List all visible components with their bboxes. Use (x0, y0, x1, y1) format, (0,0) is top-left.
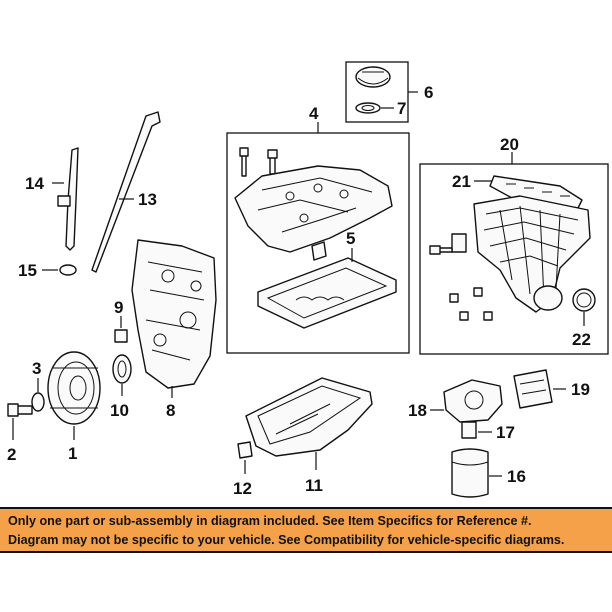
timing-cover-group: 8 (131, 239, 217, 420)
valve-cover-group: 4 5 (226, 104, 410, 354)
pulley-washer (31, 392, 45, 412)
callout-4: 4 (309, 104, 319, 123)
callout-9: 9 (114, 298, 123, 317)
oil-filler-cap-group: 6 7 (345, 61, 433, 123)
dipstick-tube-o-ring (59, 264, 77, 276)
oil-cap-seal (355, 102, 381, 114)
oil-drain-plug (237, 441, 253, 459)
callout-2: 2 (7, 445, 16, 464)
timing-chain-cover (131, 239, 217, 389)
callout-21: 21 (452, 172, 471, 191)
callout-7: 7 (397, 99, 406, 118)
crankshaft-pulley (47, 351, 101, 425)
throttle-body-flange (533, 285, 563, 311)
dipstick-tube-bracket (57, 195, 71, 207)
throttle-body-seal (572, 288, 596, 312)
oil-dipstick-tube (65, 147, 79, 251)
callout-14: 14 (25, 174, 44, 193)
callout-16: 16 (507, 467, 526, 486)
callout-15: 15 (18, 261, 37, 280)
callout-18: 18 (408, 401, 427, 420)
oil-dipstick (91, 111, 161, 273)
intake-manifold-box (419, 163, 609, 355)
callout-6: 6 (424, 83, 433, 102)
callout-11: 11 (305, 476, 323, 495)
manifold-grommet (449, 293, 459, 303)
seal-group: 9 10 (110, 298, 132, 420)
oil-pan-group: 11 12 (233, 377, 373, 498)
valve-cover-sensor (311, 241, 327, 261)
disclaimer-banner: Only one part or sub-assembly in diagram… (0, 507, 612, 553)
callout-20: 20 (500, 135, 519, 154)
pulley-bolt (7, 403, 33, 417)
valve-cover-bolt (239, 147, 249, 177)
callout-5: 5 (346, 229, 355, 248)
intake-manifold-group: 20 21 22 (419, 135, 609, 355)
timing-cover-plug (114, 329, 128, 343)
crank-pulley-group: 1 3 2 (7, 351, 101, 464)
oil-filter-nipple (461, 421, 477, 439)
callout-13: 13 (138, 190, 157, 209)
callout-22: 22 (572, 330, 591, 349)
oil-cooler (513, 369, 553, 409)
disclaimer-line-2: Diagram may not be specific to your vehi… (8, 533, 565, 547)
manifold-bolt (429, 245, 453, 255)
dipstick-group: 14 13 15 (18, 111, 161, 280)
callout-8: 8 (166, 401, 175, 420)
crankshaft-front-seal (112, 354, 132, 384)
oil-filter (451, 448, 489, 498)
manifold-bracket (451, 233, 467, 253)
valve-cover-stud (267, 149, 278, 175)
callout-19: 19 (571, 380, 590, 399)
oil-filter-adapter (443, 379, 503, 423)
valve-cover-gasket (257, 257, 397, 329)
oil-filter-group: 18 19 17 16 (408, 369, 590, 498)
callout-3: 3 (32, 359, 41, 378)
oil-pan (245, 377, 373, 457)
disclaimer-line-1: Only one part or sub-assembly in diagram… (8, 514, 532, 528)
callout-1: 1 (68, 444, 77, 463)
callout-12: 12 (233, 479, 252, 498)
callout-17: 17 (496, 423, 515, 442)
callout-10: 10 (110, 401, 129, 420)
